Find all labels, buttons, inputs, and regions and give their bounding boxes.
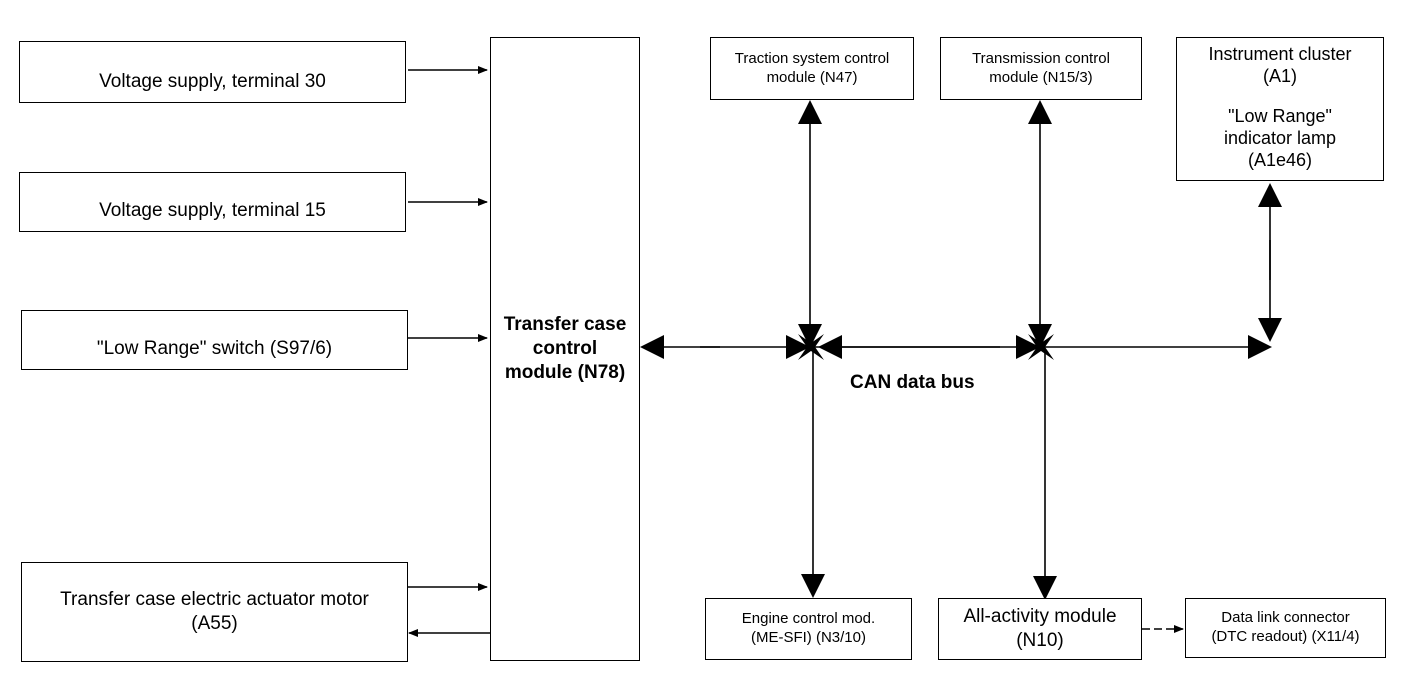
voltage-terminal-30-label: Voltage supply, terminal 30 — [99, 71, 326, 93]
transmission-label-line2: module (N15/3) — [989, 68, 1093, 86]
bus-node-left — [798, 334, 824, 360]
cluster-label-line4: "Low Range" — [1228, 105, 1332, 126]
data-link-connector-block: Data link connector (DTC readout) (X11/4… — [1185, 598, 1386, 658]
tcm-label-line1: Transfer case — [503, 314, 627, 336]
actuator-motor-block: Transfer case electric actuator motor (A… — [21, 562, 408, 662]
transmission-label-line1: Transmission control — [972, 49, 1110, 67]
transmission-module-block: Transmission control module (N15/3) — [940, 37, 1142, 100]
all-activity-label-line1: All-activity module — [963, 606, 1117, 628]
traction-system-module-block: Traction system control module (N47) — [710, 37, 914, 100]
actuator-motor-label-line1: Transfer case electric actuator motor — [60, 589, 369, 611]
bus-node-right — [1028, 334, 1054, 360]
engine-label-line2: (ME-SFI) (N3/10) — [750, 629, 866, 646]
tcm-label-line2: control — [532, 338, 598, 360]
tcm-label-line3: module (N78) — [504, 361, 626, 383]
actuator-motor-label-line2: (A55) — [191, 613, 238, 634]
voltage-terminal-15-label: Voltage supply, terminal 15 — [99, 200, 326, 222]
all-activity-module-block: All-activity module (N10) — [938, 598, 1142, 660]
cluster-label-line6: (A1e46) — [1247, 149, 1313, 170]
low-range-switch-block: "Low Range" switch (S97/6) — [21, 310, 408, 370]
low-range-switch-label: "Low Range" switch (S97/6) — [96, 338, 333, 360]
voltage-terminal-30-block: Voltage supply, terminal 30 — [19, 41, 406, 103]
bus-node-markers — [798, 334, 1054, 360]
dlc-label-line2: (DTC readout) (X11/4) — [1211, 628, 1360, 645]
dlc-label-line1: Data link connector — [1221, 609, 1350, 627]
cluster-label-line1: Instrument cluster — [1208, 44, 1352, 64]
instrument-cluster-block: Instrument cluster (A1) "Low Range" indi… — [1176, 37, 1384, 181]
engine-label-line1: Engine control mod. — [741, 610, 876, 628]
cluster-label-line2: (A1) — [1262, 65, 1297, 86]
all-activity-label-line2: (N10) — [1016, 630, 1064, 651]
engine-control-module-block: Engine control mod. (ME-SFI) (N3/10) — [705, 598, 912, 660]
can-bus-label: CAN data bus — [850, 372, 975, 393]
transfer-case-control-module-block: Transfer case control module (N78) — [490, 37, 640, 661]
traction-label-line2: module (N47) — [766, 68, 858, 86]
voltage-terminal-15-block: Voltage supply, terminal 15 — [19, 172, 406, 232]
traction-label-line1: Traction system control — [734, 49, 890, 67]
cluster-label-line5: indicator lamp — [1223, 127, 1337, 148]
